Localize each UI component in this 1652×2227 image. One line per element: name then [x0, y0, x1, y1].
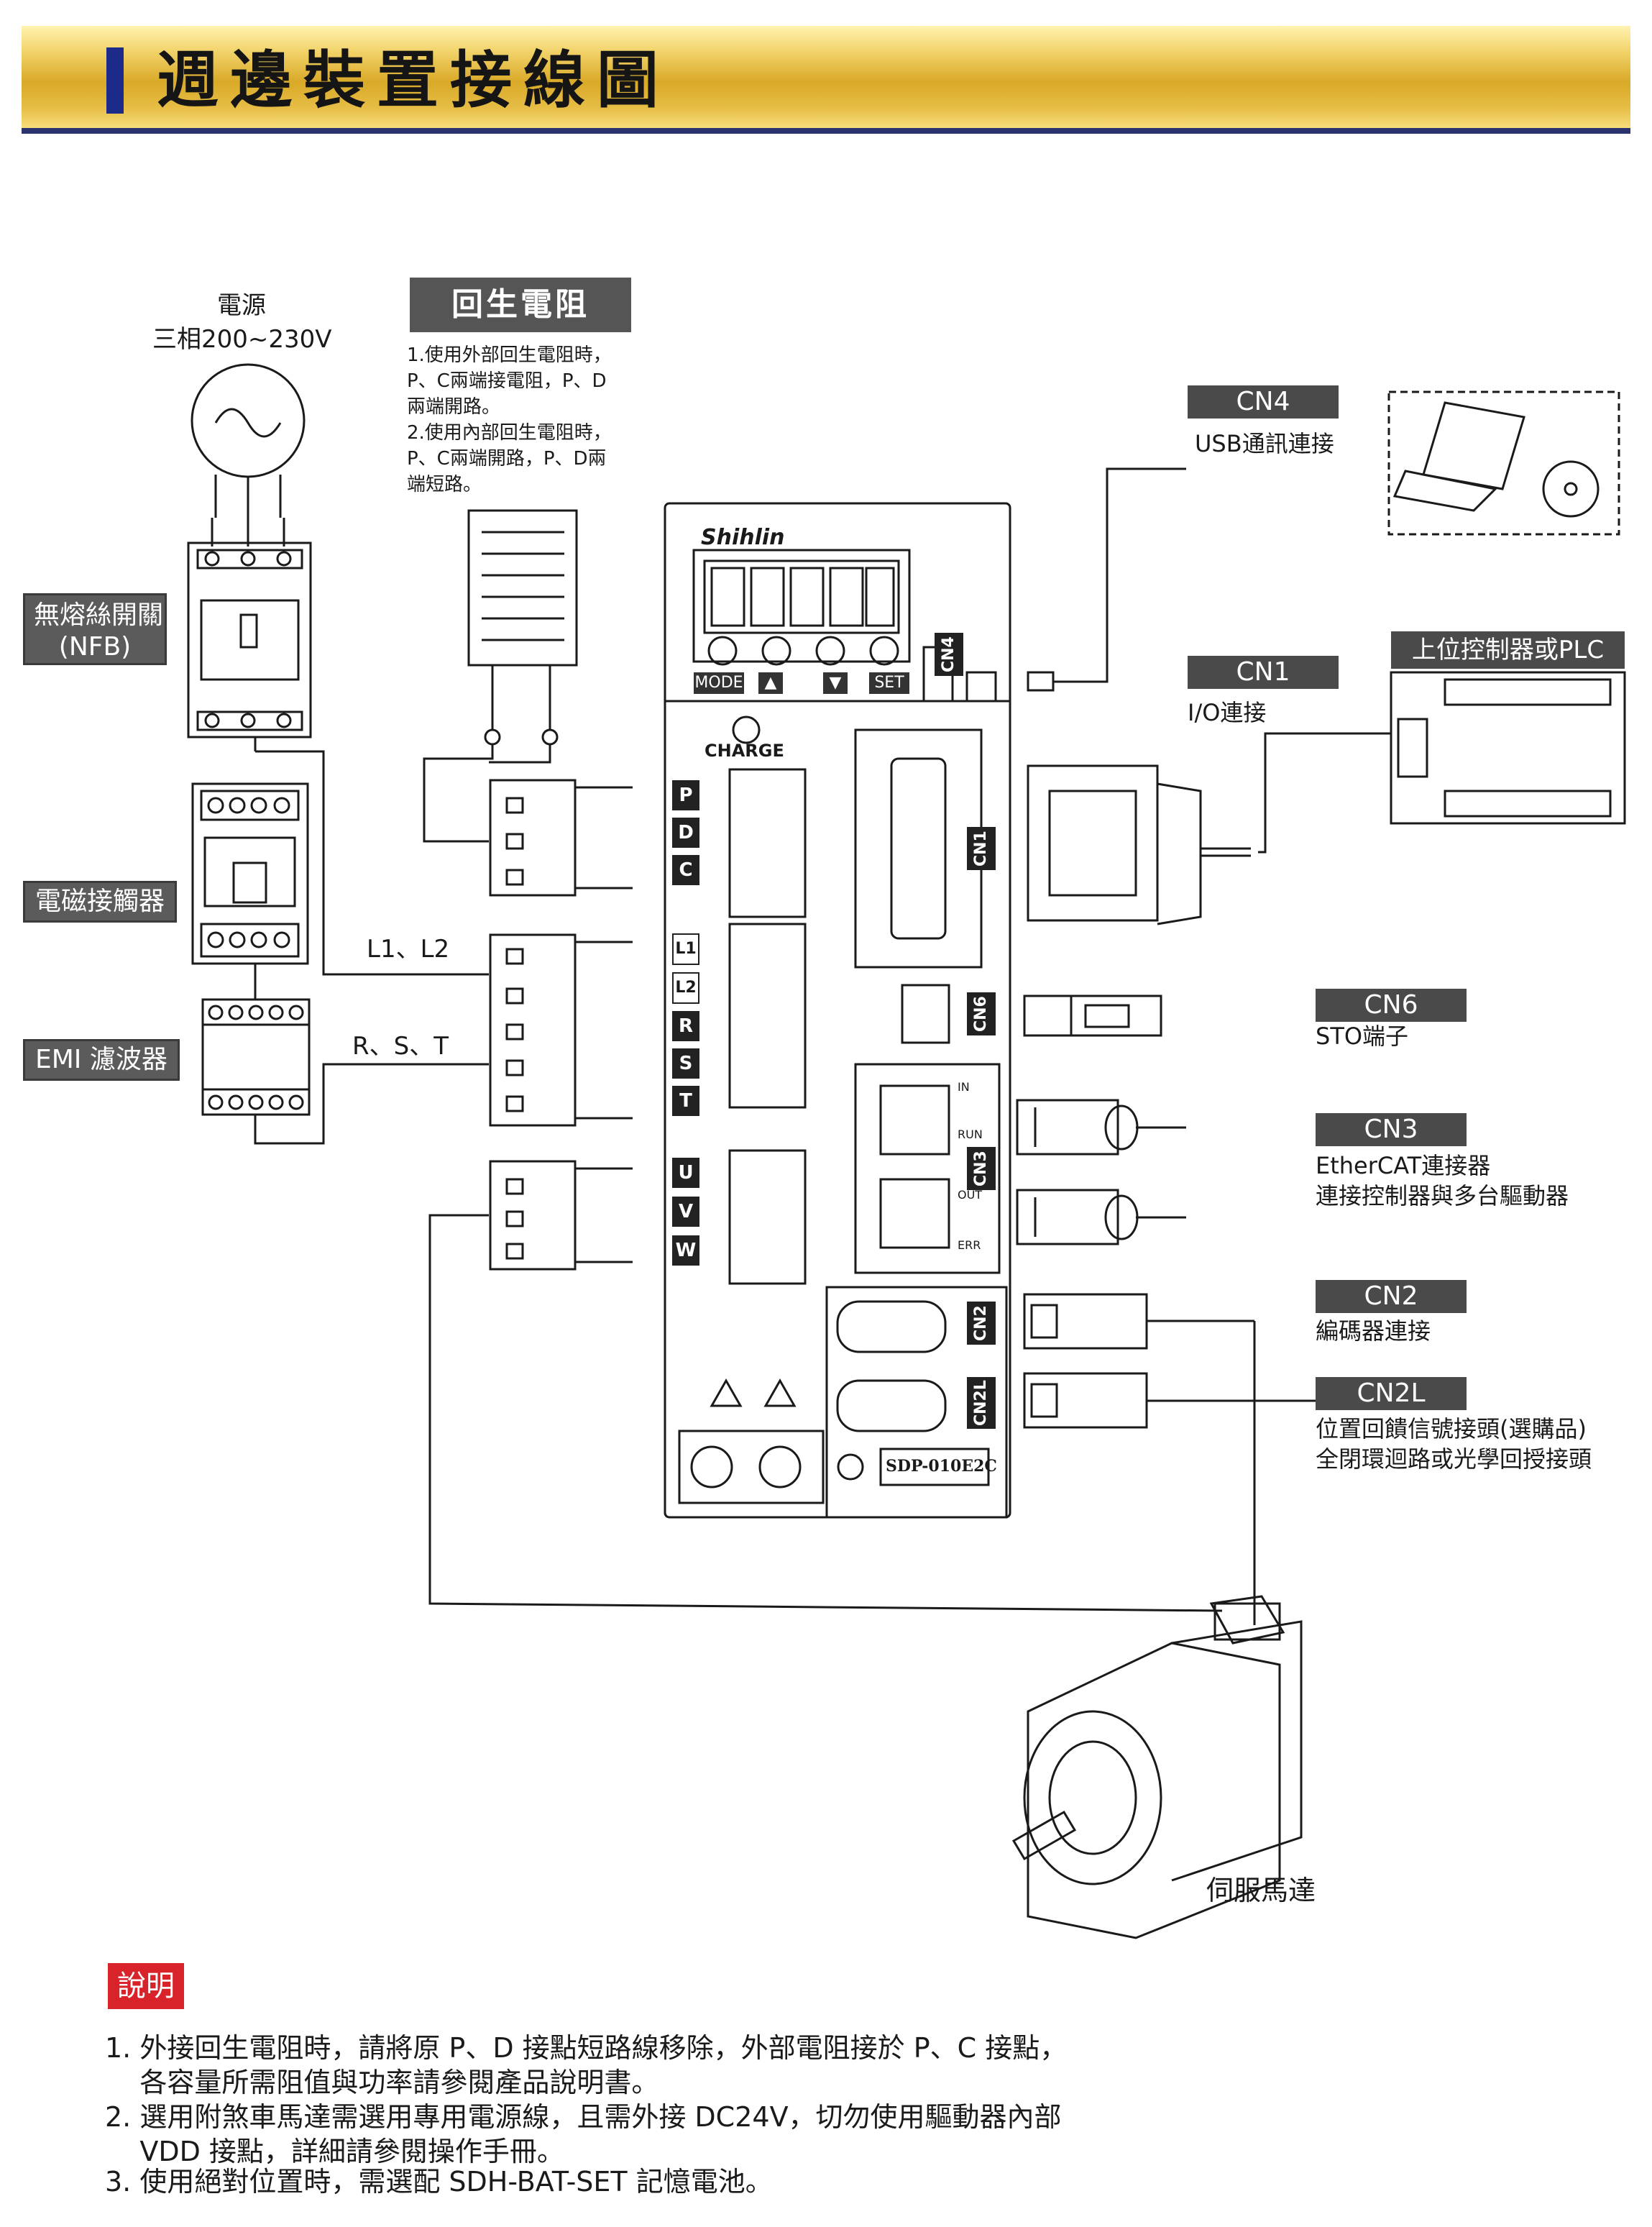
cn2l-desc1: 位置回饋信號接頭(選購品): [1316, 1415, 1587, 1442]
terminal-s: S: [672, 1048, 699, 1079]
terminal-u: U: [672, 1158, 699, 1188]
nfb-label-line1: 無熔絲開關: [34, 600, 164, 630]
terminal-labels-mid: L1 L2 R S T: [672, 933, 699, 1116]
port-cn3-label: CN3: [967, 1147, 996, 1190]
plug-power-icon: [489, 933, 633, 1127]
terminal-w: W: [672, 1235, 699, 1266]
page-title: 週邊裝置接線圖: [157, 45, 670, 116]
contactor-icon: [191, 782, 309, 965]
cn4-head: CN4: [1188, 385, 1339, 419]
cn1-desc: I/O連接: [1188, 699, 1267, 726]
port-cn4-label: CN4: [935, 633, 963, 676]
plug-pdc-icon: [489, 779, 633, 897]
cn3-desc2: 連接控制器與多台驅動器: [1316, 1182, 1569, 1209]
wire-l1l2-label: L1、L2: [367, 935, 450, 964]
mode-button[interactable]: MODE: [694, 672, 744, 694]
led-run: RUN: [958, 1128, 983, 1141]
terminal-p: P: [672, 780, 699, 810]
charge-label: CHARGE: [705, 741, 784, 761]
cn2l-desc2: 全閉環迴路或光學回授接頭: [1316, 1445, 1592, 1473]
cn3-plug-in-icon: [1016, 1099, 1186, 1156]
plc-icon: [1390, 671, 1626, 825]
emi-filter-label: EMI 濾波器: [23, 1039, 180, 1081]
cn3-desc1: EtherCAT連接器: [1316, 1152, 1491, 1179]
terminal-c: C: [672, 855, 699, 885]
laptop-icon: [1387, 390, 1620, 536]
power-voltage-label: 三相200~230V: [152, 325, 332, 354]
servo-motor-icon: [1011, 1595, 1303, 1939]
header-banner: 週邊裝置接線圖: [22, 26, 1630, 134]
note-item: 1. 外接回生電阻時，請將原 P、D 接點短路線移除，外部電阻接於 P、C 接點…: [105, 2032, 1068, 2098]
model-label: SDP-010E2C: [886, 1457, 997, 1476]
cn2-head: CN2: [1316, 1280, 1467, 1313]
cn1-connector-icon: [1027, 764, 1251, 925]
cn2l-plug-icon: [1023, 1372, 1323, 1429]
plug-uvw-icon: [489, 1160, 633, 1271]
terminal-t: T: [672, 1086, 699, 1116]
led-err: ERR: [958, 1238, 981, 1252]
cn1-head: CN1: [1188, 656, 1339, 689]
drive-brand: Shihlin: [701, 525, 785, 550]
cn6-plug-icon: [1023, 994, 1162, 1037]
power-label: 電源: [217, 291, 266, 320]
port-cn2-label: CN2: [967, 1302, 996, 1345]
nfb-breaker-icon: [187, 541, 312, 738]
down-button[interactable]: ▼: [823, 672, 848, 694]
regen-description: 1.使用外部回生電阻時， P、C兩端接電阻，P、D 兩端開路。 2.使用內部回生…: [407, 344, 612, 495]
set-button[interactable]: SET: [869, 672, 909, 694]
nfb-label-line2: (NFB): [58, 632, 132, 662]
wire-rst-label: R、S、T: [352, 1032, 449, 1061]
port-cn2l-label: CN2L: [967, 1377, 996, 1429]
led-out: OUT: [958, 1188, 983, 1202]
terminal-labels-top: P D C: [672, 780, 699, 885]
nfb-label: 無熔絲開關 (NFB): [23, 593, 167, 665]
terminal-v: V: [672, 1197, 699, 1227]
regen-resistor-icon: [467, 509, 578, 746]
terminal-r: R: [672, 1011, 699, 1041]
terminal-labels-bot: U V W: [672, 1158, 699, 1266]
cn4-desc: USB通訊連接: [1195, 430, 1334, 457]
emi-filter-icon: [201, 998, 311, 1116]
note-item: 3. 使用絕對位置時，需選配 SDH-BAT-SET 記憶電池。: [105, 2166, 773, 2198]
up-button[interactable]: ▲: [758, 672, 783, 694]
notes-title: 說明: [108, 1963, 184, 2009]
terminal-l2: L2: [672, 972, 699, 1004]
drive-button-row: MODE ▲ ▼ SET: [694, 672, 909, 694]
cn2-plug-icon: [1023, 1293, 1254, 1350]
cn3-plug-out-icon: [1016, 1189, 1186, 1245]
note-item: 2. 選用附煞車馬達需選用專用電源線，且需外接 DC24V，切勿使用驅動器內部 …: [105, 2101, 1062, 2167]
cn6-head: CN6: [1316, 989, 1467, 1022]
cn6-desc: STO端子: [1316, 1023, 1409, 1050]
port-cn6-label: CN6: [967, 992, 996, 1035]
cn2-desc: 編碼器連接: [1316, 1317, 1431, 1345]
servo-drive-icon: [664, 502, 1011, 1519]
contactor-label: 電磁接觸器: [23, 881, 178, 923]
terminal-d: D: [672, 818, 699, 848]
led-in: IN: [958, 1080, 970, 1094]
cn2l-head: CN2L: [1316, 1377, 1467, 1410]
regen-title: 回生電阻: [410, 278, 631, 332]
cn3-head: CN3: [1316, 1113, 1467, 1146]
motor-label: 伺服馬達: [1206, 1875, 1316, 1906]
header-accent-bar: [106, 47, 124, 114]
plc-head: 上位控制器或PLC: [1391, 631, 1625, 669]
terminal-l1: L1: [672, 933, 699, 965]
ac-source-icon: [191, 363, 306, 478]
port-cn1-label: CN1: [967, 827, 996, 870]
